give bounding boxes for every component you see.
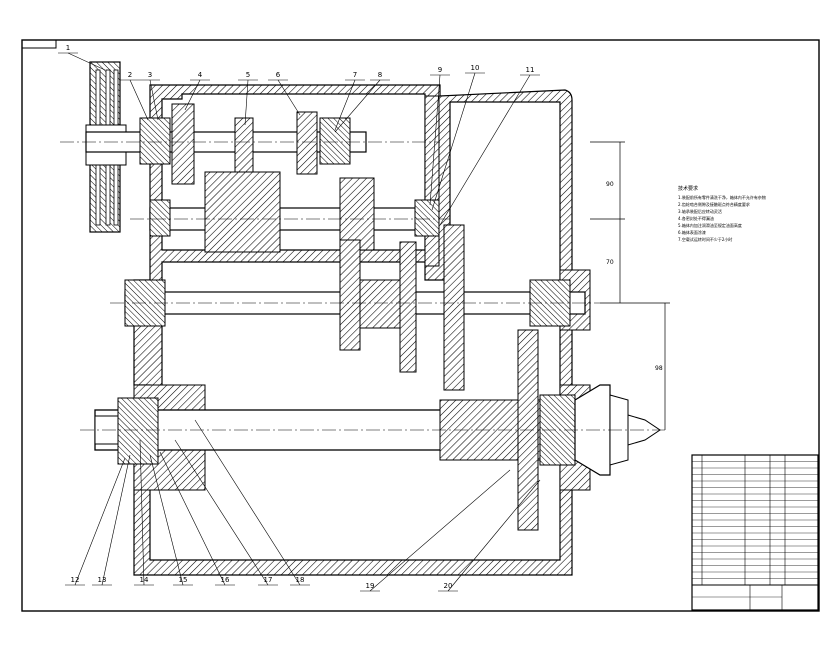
notes-title: 技术要求 [678, 185, 698, 192]
balloon-number: 15 [179, 576, 188, 584]
leader-line [244, 79, 249, 126]
leader-line [194, 419, 301, 586]
dimension-3: 98 [655, 365, 663, 372]
leader-line [159, 451, 226, 586]
leader-line [67, 52, 106, 71]
sheet-corner-box [21, 39, 57, 49]
leader-line [149, 79, 159, 121]
balloon-number: 6 [276, 71, 281, 79]
leader-line [101, 454, 131, 586]
balloon-number: 13 [98, 576, 107, 584]
note-line: 7.空载试运转时间不少于2小时 [678, 236, 732, 242]
balloon-number: 1 [66, 44, 70, 52]
balloon-number: 18 [296, 576, 305, 584]
balloon-number: 19 [366, 582, 375, 590]
leader-line [334, 79, 381, 133]
balloon-number: 16 [221, 576, 230, 584]
balloon-number: 3 [148, 71, 152, 79]
leader-line [277, 79, 301, 116]
balloon-number: 20 [444, 582, 453, 590]
balloon-number: 8 [378, 71, 382, 79]
leader-lines [58, 52, 541, 592]
balloon-number: 12 [71, 576, 80, 584]
leader-line [429, 74, 441, 206]
technical-notes: 技术要求 1.装配前所有零件清洗干净，箱体内不允许有杂物 2.齿轮啮合侧隙及接触… [678, 185, 766, 242]
input-shaft [85, 103, 367, 185]
note-line: 3.轴承装配后应转动灵活 [678, 208, 722, 214]
note-line: 2.齿轮啮合侧隙及接触斑点符合精度要求 [678, 201, 750, 207]
leader-line [369, 469, 511, 592]
balloon-number: 10 [471, 64, 480, 72]
balloon-number: 7 [353, 71, 357, 79]
balloon-number: 4 [198, 71, 203, 79]
balloon-number: 2 [128, 71, 132, 79]
leader-line [139, 439, 145, 586]
parts-list-table [692, 461, 818, 579]
note-line: 6.箱体表面涂漆 [678, 229, 706, 235]
leader-line [439, 74, 531, 226]
balloon-number: 9 [438, 66, 442, 74]
leader-line [184, 79, 201, 111]
balloon-number: 14 [140, 576, 149, 584]
center-lines [60, 141, 665, 431]
leader-line [174, 439, 269, 586]
leader-line [334, 79, 356, 131]
note-line: 4.各密封处不得漏油 [678, 215, 714, 221]
leader-line [149, 454, 184, 586]
dimension-2: 70 [606, 259, 614, 266]
leader-line [74, 457, 126, 586]
note-line: 1.装配前所有零件清洗干净，箱体内不允许有杂物 [678, 194, 766, 200]
balloon-number: 11 [526, 66, 535, 74]
second-shaft [149, 171, 440, 253]
leader-line [447, 479, 541, 592]
note-line: 5.箱体内加注润滑油至规定油面高度 [678, 222, 742, 228]
balloon-number: 17 [264, 576, 273, 584]
leader-line [129, 79, 149, 121]
leader-line [431, 72, 476, 211]
balloon-number: 5 [246, 71, 250, 79]
dimension-lines [590, 141, 670, 430]
sheet-border [21, 39, 820, 612]
title-block [691, 454, 819, 611]
dimension-1: 90 [606, 181, 614, 188]
